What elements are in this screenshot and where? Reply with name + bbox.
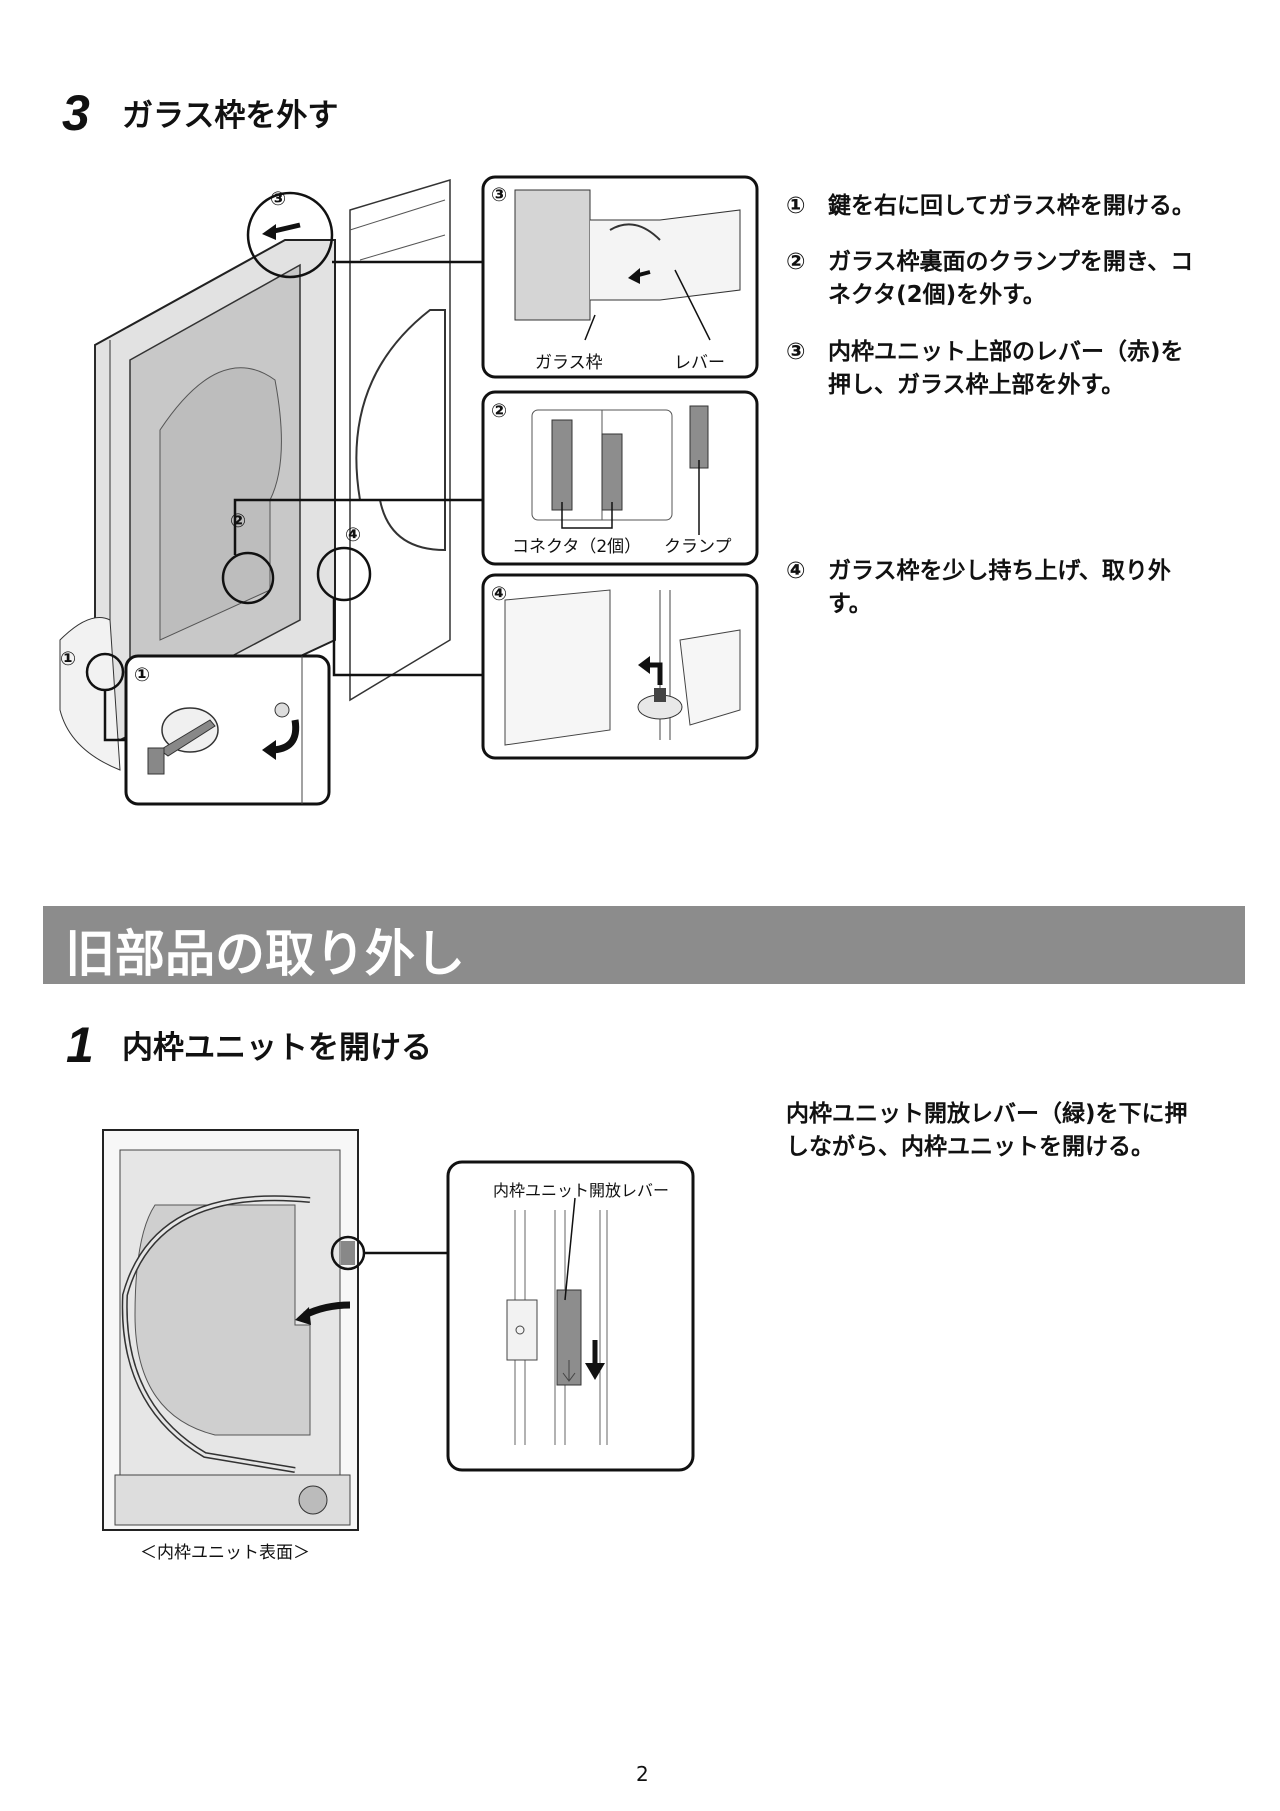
release-lever-label: 内枠ユニット開放レバー bbox=[493, 1181, 670, 1200]
detail-2-marker: ② bbox=[491, 400, 508, 422]
detail-4-marker: ④ bbox=[491, 583, 508, 605]
instruction-marker: ① bbox=[786, 193, 806, 219]
instruction-2: ② ガラス枠裏面のクランプを開き、コ ネクタ(2個)を外す。 bbox=[786, 246, 1256, 312]
banner-title: 旧部品の取り外し bbox=[65, 925, 465, 983]
marker-4: ④ bbox=[344, 524, 362, 546]
section1-instruction: 内枠ユニット開放レバー（緑)を下に押 しながら、内枠ユニットを開ける。 bbox=[786, 1098, 1256, 1164]
instruction-text: ガラス枠を少し持ち上げ、取り外 bbox=[828, 558, 1171, 584]
instruction-marker: ② bbox=[786, 249, 806, 275]
instruction-text: 内枠ユニット開放レバー（緑)を下に押 bbox=[786, 1101, 1188, 1127]
connector-label: コネクタ（2個） bbox=[512, 537, 642, 557]
instruction-text: す。 bbox=[828, 591, 872, 617]
detail-1-marker: ① bbox=[134, 664, 151, 686]
detail-3-marker: ③ bbox=[491, 184, 508, 206]
marker-1: ① bbox=[60, 648, 77, 670]
instruction-text: ガラス枠裏面のクランプを開き、コ bbox=[828, 249, 1194, 275]
instruction-4: ④ ガラス枠を少し持ち上げ、取り外 す。 bbox=[786, 555, 1256, 621]
marker-2: ② bbox=[229, 510, 247, 532]
instruction-1: ① 鍵を右に回してガラス枠を開ける。 bbox=[786, 190, 1256, 223]
washer-illustration bbox=[59, 175, 759, 806]
step-title: ガラス枠を外す bbox=[122, 98, 339, 134]
inner-unit-illustration bbox=[102, 1129, 695, 1531]
page-number: 2 bbox=[636, 1762, 649, 1786]
figure-caption: ＜内枠ユニット表面＞ bbox=[140, 1543, 310, 1563]
clamp-label: クランプ bbox=[664, 537, 732, 557]
instruction-3: ③ 内枠ユニット上部のレバー（赤)を 押し、ガラス枠上部を外す。 bbox=[786, 336, 1256, 402]
glass-frame-removal-figure: ③ ② ④ ① ③ ② ④ ① ガラス枠 レバー コネクタ（2個） クランプ bbox=[50, 170, 760, 810]
step-title: 内枠ユニットを開ける bbox=[122, 1030, 432, 1066]
instruction-text: しながら、内枠ユニットを開ける。 bbox=[786, 1134, 1154, 1160]
section-banner: 旧部品の取り外し bbox=[43, 906, 1245, 984]
instruction-text: 鍵を右に回してガラス枠を開ける。 bbox=[828, 193, 1195, 219]
instruction-marker: ③ bbox=[786, 339, 806, 365]
lever-label: レバー bbox=[674, 353, 725, 373]
step-number: 3 bbox=[62, 85, 90, 141]
instruction-text: 内枠ユニット上部のレバー（赤)を bbox=[828, 339, 1184, 365]
marker-3: ③ bbox=[269, 188, 287, 210]
instruction-marker: ④ bbox=[786, 558, 806, 584]
instruction-text: ネクタ(2個)を外す。 bbox=[828, 282, 1046, 308]
step-number: 1 bbox=[66, 1017, 94, 1073]
instruction-text: 押し、ガラス枠上部を外す。 bbox=[828, 372, 1125, 398]
glass-frame-label: ガラス枠 bbox=[535, 353, 603, 373]
inner-unit-figure: ＜内枠ユニット表面＞ 内枠ユニット開放レバー bbox=[95, 1125, 705, 1575]
